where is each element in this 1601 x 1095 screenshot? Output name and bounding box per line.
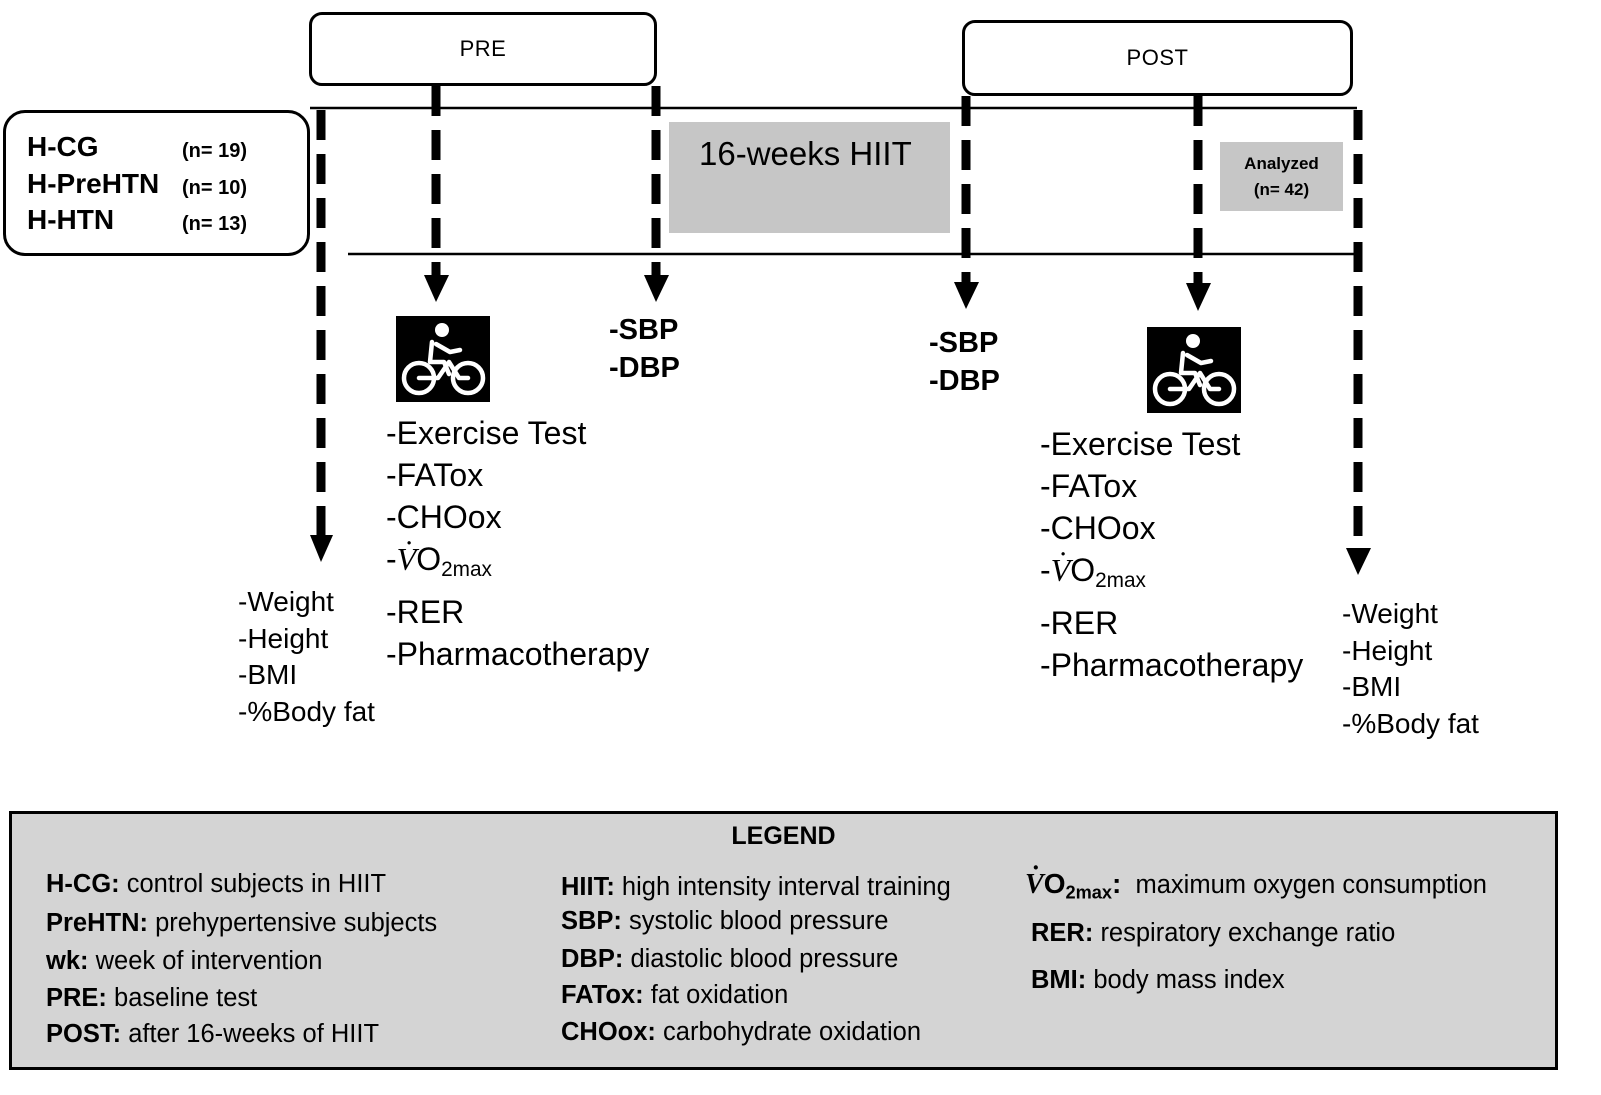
post-body-list: -Weight -Height -BMI -%Body fat [1342, 596, 1479, 742]
list-item: -FATox [386, 457, 484, 493]
legend-item: DBP: diastolic blood pressure [561, 945, 899, 973]
post-sbp-label: -SBP [929, 327, 999, 359]
list-item: -Pharmacotherapy [1040, 647, 1304, 684]
legend-item: H-CG: control subjects in HIIT [46, 870, 387, 898]
cycling-icon [1147, 327, 1241, 413]
legend-item: PRE: baseline test [46, 984, 258, 1012]
legend-item: wk: week of intervention [46, 947, 323, 975]
arrow-down-icon [1346, 548, 1371, 575]
legend-item: SBP: systolic blood pressure [561, 907, 889, 935]
pre-sbp-label: -SBP [609, 314, 679, 346]
list-item: -FATox [1040, 468, 1138, 504]
list-item: -CHOox [386, 499, 502, 535]
legend-title: LEGEND [731, 822, 836, 850]
intervention-label: 16-weeks HIIT [699, 135, 912, 172]
post-bp-list: -SBP -DBP [929, 324, 1000, 400]
pre-body-list: -Weight -Height -BMI -%Body fat [238, 584, 375, 730]
pre-phase-box: PRE [309, 12, 657, 86]
arrow-down-icon [1186, 283, 1211, 311]
post-phase-box: POST [962, 20, 1353, 96]
list-item: -%Body fat [238, 695, 375, 727]
intervention-box: 16-weeks HIIT [669, 122, 950, 233]
group-count: (n= 19) [182, 140, 248, 162]
legend-item: CHOox: carbohydrate oxidation [561, 1018, 922, 1046]
list-item: -Exercise Test [386, 415, 587, 451]
post-phase-label: POST [1126, 45, 1189, 70]
list-item: -Pharmacotherapy [386, 636, 650, 673]
list-item: -%Body fat [1342, 707, 1479, 739]
post-dbp-label: -DBP [929, 365, 1000, 397]
list-item: -Height [238, 622, 329, 654]
legend-box: LEGEND H-CG: control subjects in HIIT Pr… [9, 811, 1558, 1070]
post-exercise-list: -Exercise Test -FATox -CHOox -VO2max -RE… [1040, 423, 1303, 686]
analyzed-label: Analyzed [1244, 154, 1319, 173]
list-item: -Exercise Test [1040, 426, 1241, 462]
cycling-icon [396, 316, 490, 402]
list-item-vo2max: -VO2max [386, 538, 649, 591]
groups-box: H-CG (n= 19) H-PreHTN (n= 10) H-HTN (n= … [3, 110, 310, 256]
list-item: -BMI [1342, 671, 1402, 702]
group-count: (n= 13) [182, 213, 248, 235]
legend-item: HIIT: high intensity interval training [561, 873, 951, 901]
legend-item: FATox: fat oxidation [561, 981, 789, 1009]
pre-bp-list: -SBP -DBP [609, 311, 680, 387]
list-item: -CHOox [1040, 510, 1156, 546]
legend-item: BMI: body mass index [1031, 966, 1285, 994]
list-item: -Height [1342, 634, 1433, 666]
pre-exercise-list: -Exercise Test -FATox -CHOox -VO2max -RE… [386, 412, 649, 675]
arrow-down-icon [954, 282, 979, 309]
legend-item: RER: respiratory exchange ratio [1031, 919, 1396, 947]
legend-item: PreHTN: prehypertensive subjects [46, 909, 438, 937]
list-item: -Weight [238, 586, 334, 617]
analyzed-box: Analyzed (n= 42) [1220, 142, 1343, 211]
pre-dbp-label: -DBP [609, 352, 680, 384]
pre-phase-label: PRE [459, 36, 507, 61]
arrow-down-icon [310, 535, 333, 562]
analyzed-count: (n= 42) [1253, 180, 1310, 199]
arrow-down-icon [424, 275, 449, 302]
group-name: H-CG [27, 131, 99, 162]
list-item: -RER [386, 594, 465, 631]
list-item: -RER [1040, 605, 1119, 642]
legend-item: POST: after 16-weeks of HIIT [46, 1020, 380, 1048]
arrow-down-icon [644, 275, 669, 302]
list-item-vo2max: -VO2max [1040, 549, 1303, 602]
group-count: (n= 10) [182, 177, 248, 199]
group-name: H-HTN [27, 204, 115, 235]
list-item: -BMI [238, 659, 298, 690]
list-item: -Weight [1342, 598, 1438, 629]
legend-item-vo2max: VO2max: maximum oxygen consumption [1025, 868, 1487, 903]
group-name: H-PreHTN [27, 168, 160, 199]
